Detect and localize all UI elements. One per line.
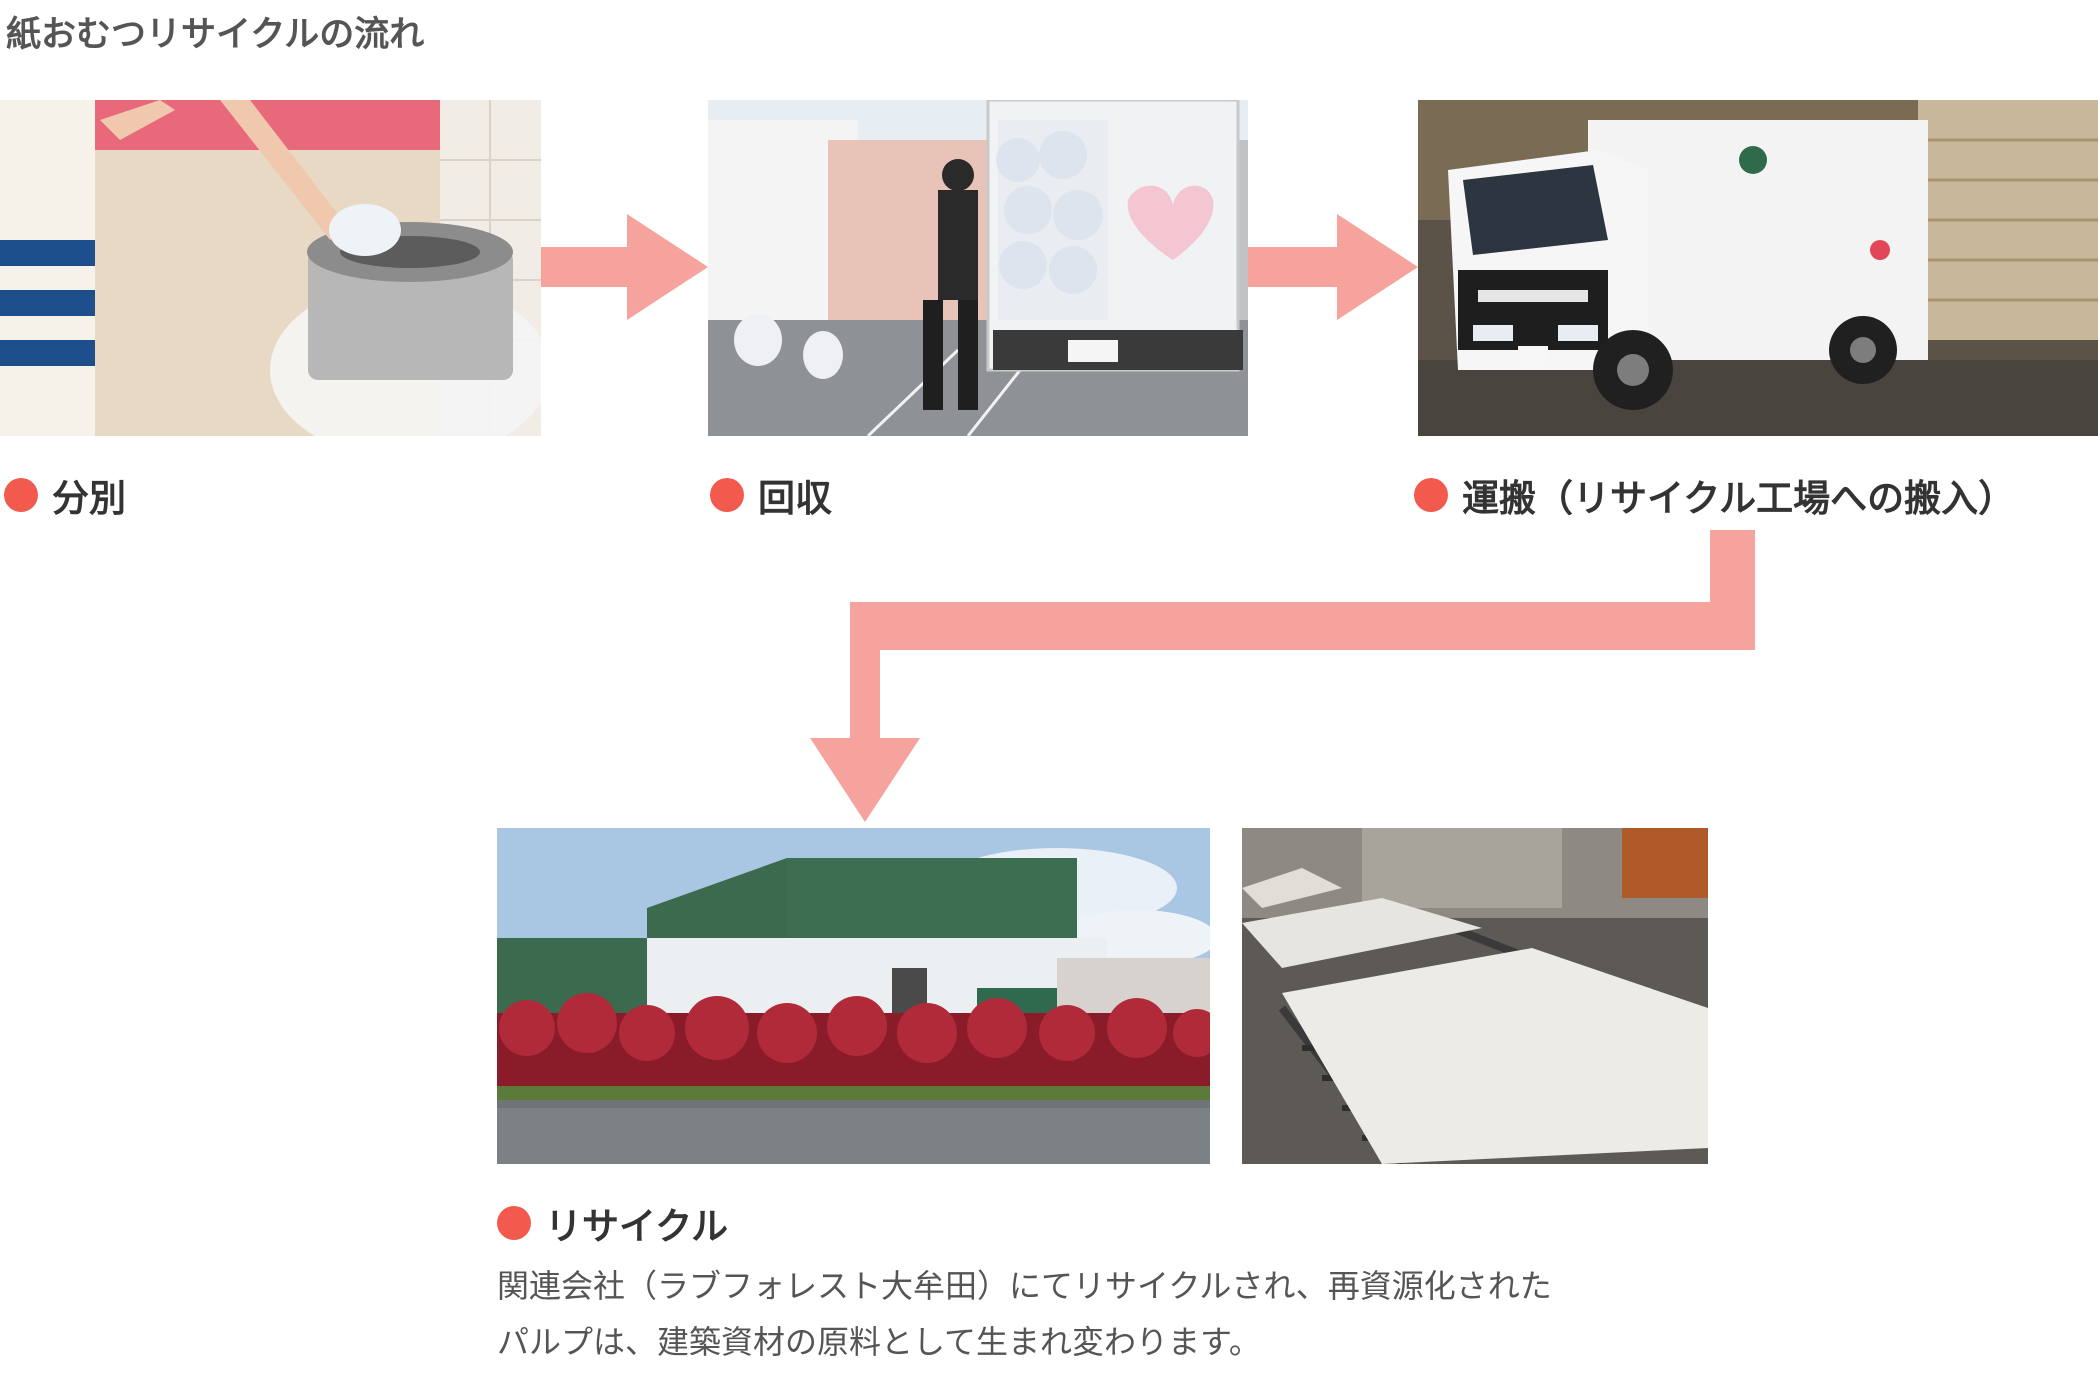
- page-title: 紙おむつリサイクルの流れ: [6, 15, 425, 55]
- step-label-separation: 分別: [4, 468, 126, 522]
- step-collection-text: 回収: [758, 477, 832, 520]
- separation-photo: [0, 100, 541, 436]
- step-label-recycle: リサイクル: [497, 1196, 728, 1250]
- step-label-collection: 回収: [710, 468, 832, 522]
- step-separation-text: 分別: [52, 477, 126, 520]
- bullet-dot: [1414, 478, 1448, 512]
- flow-arrow-1: [541, 214, 708, 320]
- bullet-dot: [497, 1206, 531, 1240]
- flow-arrow-elbow: [810, 530, 1755, 822]
- recycling-factory-photo: [497, 828, 1210, 1164]
- pulp-sheets-photo: [1242, 828, 1708, 1164]
- transport-truck-photo: [1418, 100, 2098, 436]
- step-label-transport: 運搬（リサイクル工場への搬入）: [1414, 468, 2015, 522]
- step-transport-text: 運搬（リサイクル工場への搬入）: [1462, 477, 2016, 520]
- bullet-dot: [4, 478, 38, 512]
- collection-photo: [708, 100, 1248, 436]
- step-recycle-text: リサイクル: [545, 1205, 729, 1248]
- bullet-dot: [710, 478, 744, 512]
- flow-arrow-2: [1248, 214, 1418, 320]
- recycle-description: 関連会社（ラブフォレスト大牟田）にてリサイクルされ、再資源化された パルプは、建…: [497, 1258, 1737, 1370]
- description-line-2: パルプは、建築資材の原料として生まれ変わります。: [497, 1323, 1261, 1361]
- description-line-1: 関連会社（ラブフォレスト大牟田）にてリサイクルされ、再資源化された: [497, 1267, 1552, 1305]
